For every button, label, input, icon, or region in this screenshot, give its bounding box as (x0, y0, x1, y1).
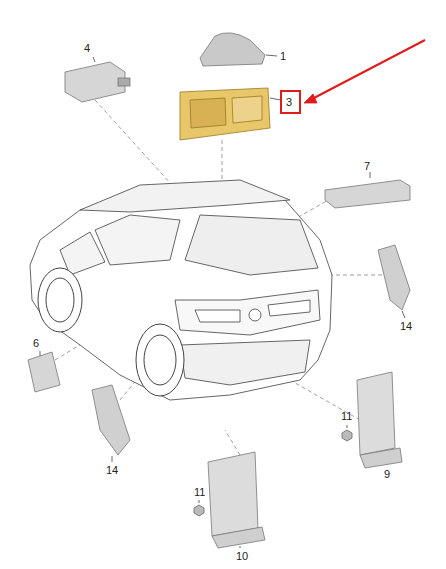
callout-number: 9 (384, 468, 390, 480)
callout-number: 7 (364, 160, 370, 172)
callout-number: 10 (236, 550, 248, 562)
callout-number: 11 (194, 486, 205, 498)
callout-number: 11 (341, 410, 352, 422)
callout-number: 1 (280, 50, 286, 62)
callout-number: 14 (106, 464, 118, 476)
callout-number: 3 (286, 96, 292, 108)
callout-number: 6 (33, 337, 39, 349)
callout-number: 14 (400, 320, 412, 332)
callout-number: 4 (84, 42, 90, 54)
